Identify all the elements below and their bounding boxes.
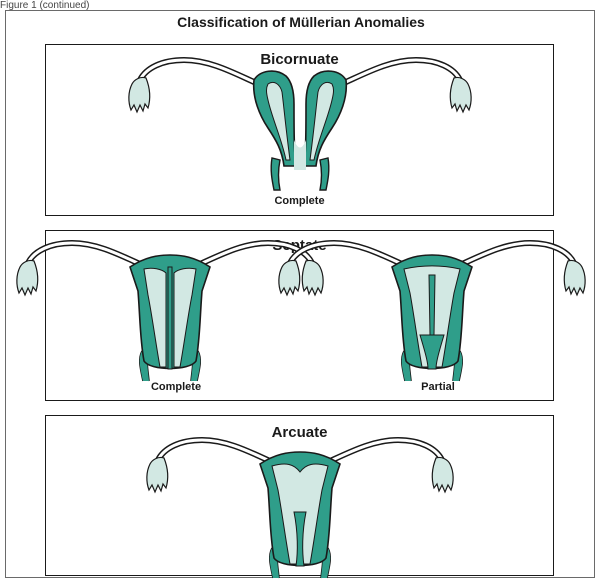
- arcuate-uterus: [147, 440, 453, 578]
- septate-partial-uterus: [279, 243, 585, 381]
- bicornuate-uterus: [129, 60, 471, 190]
- septate-complete-uterus: [17, 243, 323, 381]
